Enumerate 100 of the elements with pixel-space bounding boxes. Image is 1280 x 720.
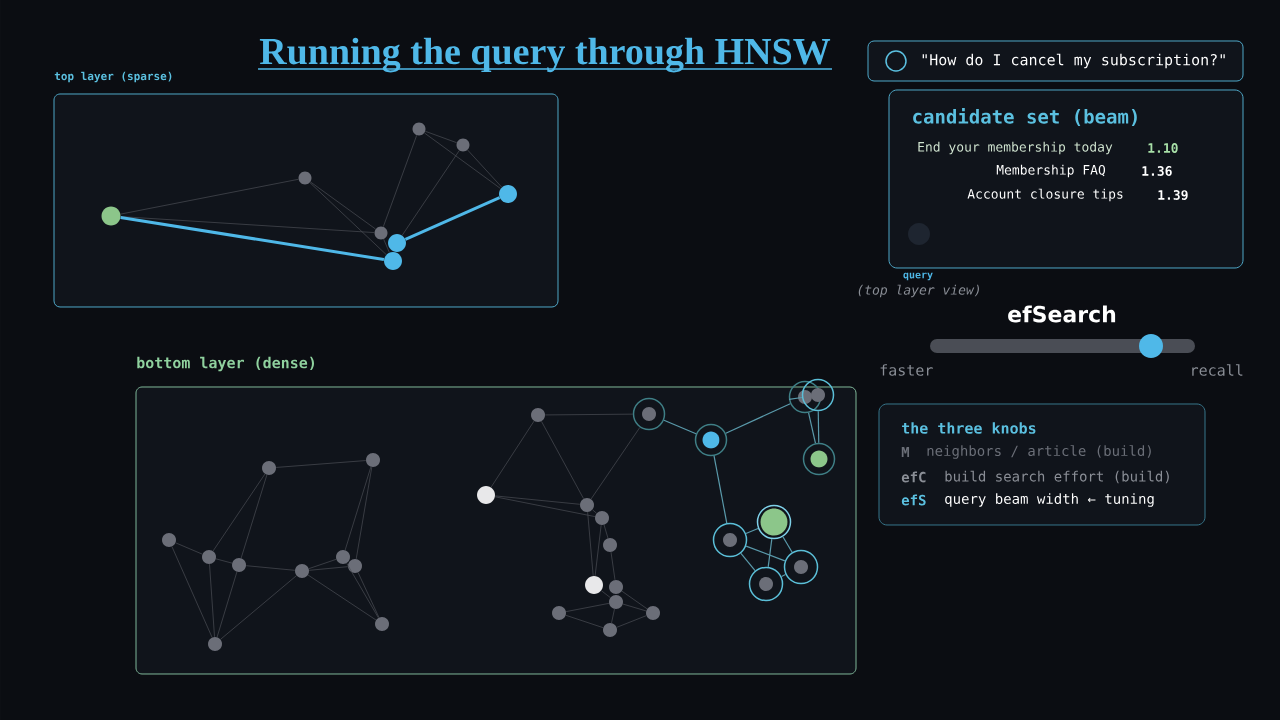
- graph-node: [348, 559, 362, 573]
- graph-edge: [355, 466, 373, 560]
- graph-node: [412, 122, 426, 136]
- graph-edge: [767, 538, 773, 568]
- result-title: Account closure tips: [967, 188, 1123, 202]
- graph-node: [609, 580, 623, 594]
- graph-edge: [382, 134, 418, 228]
- graph-node: [609, 595, 623, 609]
- graph-node: [101, 206, 121, 226]
- graph-edge: [308, 566, 349, 571]
- graph-node: [366, 453, 380, 467]
- graph-edge: [120, 178, 299, 215]
- graph-edge: [745, 527, 759, 535]
- graph-edge: [424, 132, 501, 189]
- graph-node: [603, 623, 617, 637]
- graph-node: [388, 234, 406, 252]
- graph-edge: [490, 420, 535, 488]
- graph-node: [802, 442, 836, 476]
- graph-edge: [616, 615, 647, 628]
- graph-edge: [175, 542, 203, 555]
- graph-edge: [346, 562, 379, 619]
- graph-edge: [209, 563, 215, 638]
- graph-edge: [817, 410, 820, 444]
- graph-edge: [401, 150, 460, 236]
- graph-edge: [307, 574, 377, 621]
- graph-node: [384, 252, 402, 270]
- graph-edge: [611, 608, 615, 624]
- graph-node: [531, 408, 545, 422]
- graph-edge: [220, 575, 297, 640]
- graph-edge: [309, 182, 387, 256]
- graph-edge: [245, 565, 296, 571]
- parameter-name: efC: [901, 471, 926, 483]
- graph-edge: [740, 552, 756, 572]
- graph-node: [456, 138, 470, 152]
- candidate-panel: [888, 89, 1244, 269]
- graph-node: [202, 550, 216, 564]
- graph-node: [632, 397, 666, 431]
- layer-label: top layer (sparse): [54, 71, 172, 83]
- graph-node: [595, 511, 609, 525]
- graph-edge: [788, 396, 803, 401]
- graph-node: [783, 549, 819, 585]
- graph-edge: [663, 419, 697, 435]
- result-title: Membership FAQ: [996, 164, 1106, 178]
- distance-score: 1.39: [1158, 190, 1188, 200]
- graph-edge: [424, 130, 458, 144]
- graph-edge: [622, 603, 647, 612]
- distance-score: 1.10: [1148, 143, 1178, 153]
- graph-edge: [621, 590, 648, 610]
- knobs-panel: [878, 403, 1206, 526]
- graph-edge: [725, 403, 791, 434]
- graph-edge: [308, 558, 337, 569]
- graph-node: [801, 378, 835, 412]
- result-title: End your membership today: [918, 141, 1113, 155]
- graph-edge: [467, 149, 503, 188]
- graph-node: [585, 576, 603, 594]
- layer-label: bottom layer (dense): [137, 356, 314, 372]
- graph-node: [374, 226, 388, 240]
- graph-node: [552, 606, 566, 620]
- graph-edge: [782, 536, 793, 553]
- graph-edge: [594, 524, 602, 577]
- graph-edge: [541, 420, 584, 500]
- panel-heading: candidate set (beam): [913, 108, 1137, 126]
- slider-end-label: recall: [1192, 364, 1243, 376]
- graph-node: [499, 185, 517, 203]
- graph-edge: [494, 496, 596, 517]
- parameter-description: build search effort (build): [945, 470, 1169, 484]
- graph-node: [232, 558, 246, 572]
- graph-edge: [544, 413, 634, 416]
- graph-edge: [494, 495, 581, 505]
- parameter-description: query beam width ← tuning: [945, 493, 1154, 507]
- graph-edge: [344, 466, 372, 551]
- graph-node: [295, 564, 309, 578]
- layer-panel: [53, 71, 559, 308]
- graph-edge: [216, 571, 238, 638]
- query-box: [867, 40, 1244, 82]
- query-text: "How do I cancel my subscription?": [922, 53, 1225, 69]
- graph-node: [375, 617, 389, 631]
- graph-edge: [600, 590, 611, 598]
- graph-edge: [603, 524, 609, 539]
- graph-node: [298, 171, 312, 185]
- graph-edge: [780, 573, 787, 578]
- parameter-name: efS: [901, 494, 926, 506]
- graph-node: [336, 550, 350, 564]
- title: Running the query through HNSW: [257, 37, 833, 73]
- graph-edge: [357, 572, 380, 618]
- graph-edge: [610, 551, 616, 581]
- graph-node: [580, 498, 594, 512]
- graph-edge: [590, 427, 641, 500]
- graph-node: [208, 637, 222, 651]
- graph-edge: [215, 558, 233, 564]
- graph-edge: [171, 546, 213, 638]
- graph-edge: [310, 181, 376, 230]
- graph-edge: [383, 238, 390, 253]
- graph-edge: [120, 216, 385, 262]
- graph-node: [262, 461, 276, 475]
- graph-node: [162, 533, 176, 547]
- graph-node: [694, 423, 728, 457]
- slider-title: efSearch: [1008, 305, 1116, 323]
- view-caption: (top layer view): [858, 284, 979, 298]
- graph-node: [603, 538, 617, 552]
